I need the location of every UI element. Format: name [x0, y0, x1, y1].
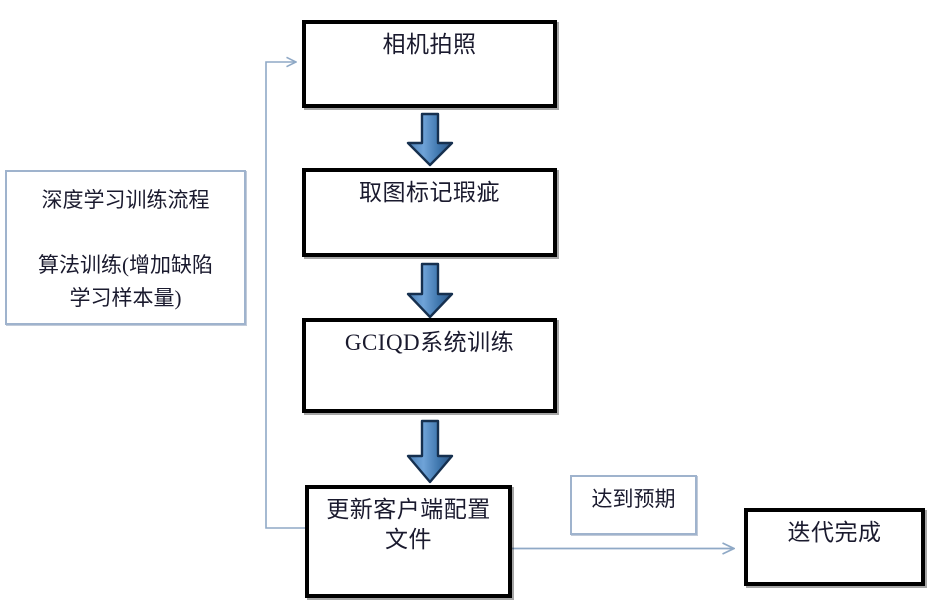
process-box-mark-defects-label: 取图标记瑕疵 — [359, 180, 500, 205]
process-box-update-client-config-label: 更新客户端配置 文件 — [326, 497, 491, 553]
arrow-feedback-loop — [265, 45, 305, 529]
label-box-expectation-reached-label: 达到预期 — [591, 487, 676, 511]
arrow-training-to-update-icon — [406, 419, 454, 484]
process-box-update-client-config[interactable]: 更新客户端配置 文件 — [305, 485, 512, 598]
process-box-camera-capture[interactable]: 相机拍照 — [302, 20, 557, 108]
process-box-mark-defects[interactable]: 取图标记瑕疵 — [302, 168, 557, 257]
label-box-expectation-reached: 达到预期 — [570, 475, 697, 535]
process-box-iteration-complete[interactable]: 迭代完成 — [744, 508, 925, 586]
training-flow-note-text: 深度学习训练流程 算法训练(增加缺陷 学习样本量) — [38, 188, 213, 310]
process-box-gciqd-training[interactable]: GCIQD系统训练 — [302, 318, 557, 413]
process-box-camera-capture-label: 相机拍照 — [382, 32, 477, 57]
arrow-update-to-complete — [509, 536, 755, 562]
arrow-mark-to-training-icon — [406, 262, 454, 319]
process-box-gciqd-training-label: GCIQD系统训练 — [344, 330, 515, 355]
process-box-iteration-complete-label: 迭代完成 — [787, 520, 882, 545]
training-flow-note-box: 深度学习训练流程 算法训练(增加缺陷 学习样本量) — [5, 170, 246, 325]
arrow-capture-to-mark-icon — [406, 112, 454, 167]
